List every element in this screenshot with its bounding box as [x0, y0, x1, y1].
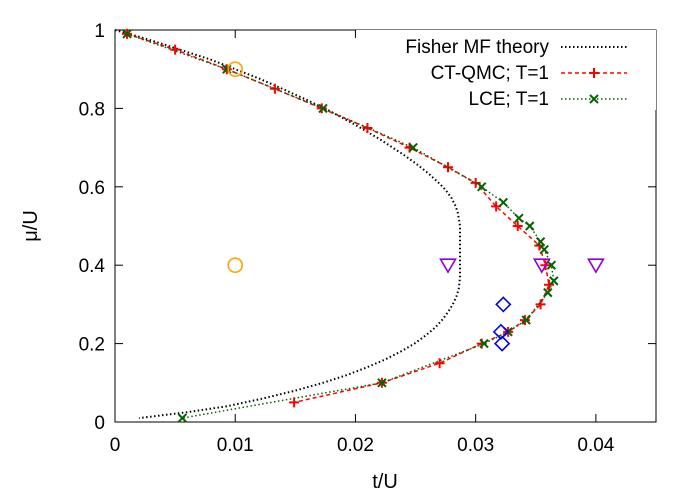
data-point	[269, 83, 280, 94]
data-point	[544, 279, 555, 290]
legend-background	[356, 30, 656, 110]
marker-point	[439, 258, 457, 274]
x-axis-label: t/U	[372, 471, 398, 493]
x-tick-label: 0	[110, 435, 121, 456]
data-point	[525, 221, 535, 231]
marker-point	[587, 258, 605, 274]
data-point	[543, 287, 553, 298]
y-tick-label: 0.6	[79, 178, 105, 199]
x-tick-label: 0.03	[457, 435, 494, 456]
data-point	[122, 29, 132, 39]
axis-ticks: 0 0.01 0.02 0.03 0.04 0 0.2 0.4 0.6 0.8 1	[79, 21, 656, 456]
legend-marker	[589, 94, 599, 104]
data-point	[362, 123, 373, 133]
data-point	[434, 358, 445, 369]
data-point	[318, 103, 328, 114]
marker-group-1	[439, 258, 605, 274]
y-tick-label: 1	[94, 21, 105, 42]
marker-group-0	[227, 61, 244, 274]
marker-point	[227, 257, 244, 274]
data-point	[521, 315, 531, 325]
data-point	[177, 413, 188, 423]
marker-point	[495, 296, 512, 313]
data-point	[546, 260, 557, 270]
data-point	[476, 182, 487, 192]
legend-label: LCE; T=1	[469, 89, 549, 110]
data-point	[512, 221, 523, 231]
y-tick-label: 0.2	[79, 335, 105, 356]
data-point	[408, 142, 418, 153]
data-point	[535, 236, 546, 247]
marker-point	[227, 61, 244, 77]
data-point	[498, 197, 509, 208]
legend-label: CT-QMC; T=1	[431, 63, 549, 84]
data-point	[549, 276, 559, 286]
x-tick-label: 0.01	[217, 435, 254, 456]
legend-marker	[589, 68, 599, 78]
data-point	[170, 44, 181, 55]
x-tick-label: 0.02	[337, 435, 374, 456]
data-point	[539, 244, 549, 255]
series-layer	[114, 28, 559, 423]
y-tick-label: 0	[94, 413, 105, 434]
y-tick-label: 0.8	[79, 99, 105, 120]
marker-point	[493, 335, 511, 352]
data-point	[377, 378, 387, 388]
marker-point	[532, 258, 551, 274]
marker-group-2	[492, 296, 512, 352]
extra-markers-layer	[227, 61, 605, 352]
legend-label: Fisher MF theory	[405, 37, 549, 58]
y-tick-label: 0.4	[79, 256, 106, 277]
y-axis-label: μ/U	[20, 210, 42, 242]
x-tick-label: 0.04	[577, 435, 614, 456]
data-point	[514, 213, 524, 223]
series-line	[126, 33, 555, 419]
data-point	[535, 299, 546, 310]
data-point	[479, 338, 489, 349]
